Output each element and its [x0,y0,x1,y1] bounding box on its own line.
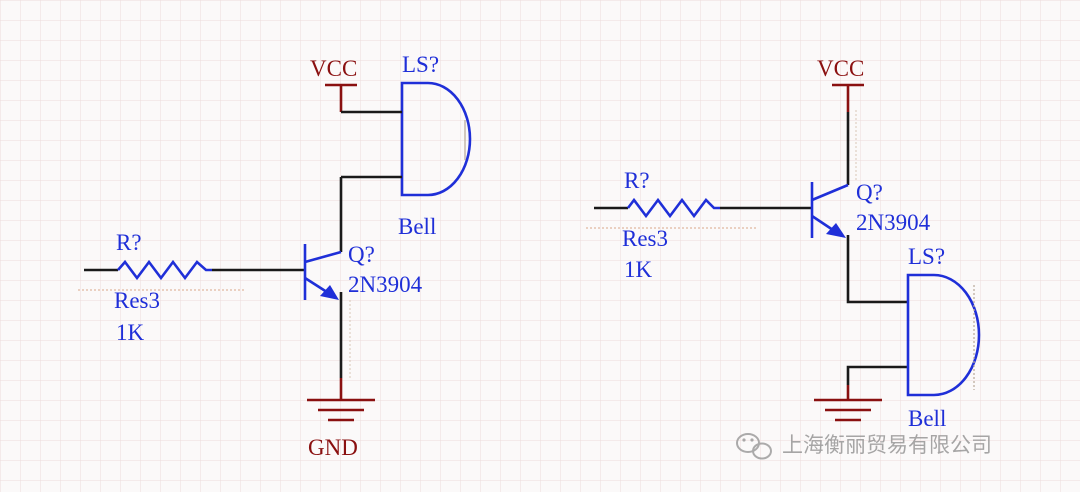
resistor-designator: R? [624,168,650,193]
resistor: R? Res3 1K [78,230,246,345]
transistor-part: 2N3904 [348,272,423,297]
speaker-value: Bell [908,406,946,431]
transistor-designator: Q? [856,180,883,205]
vcc-power-port: VCC [817,56,864,112]
speaker-bell: LS? Bell [398,52,472,239]
resistor: R? Res3 1K [586,168,756,282]
vcc-label: VCC [817,56,864,81]
resistor-designator: R? [116,230,142,255]
ground-port: GND [307,378,375,460]
speaker-value: Bell [398,214,436,239]
speaker-designator: LS? [908,244,945,269]
npn-transistor: Q? 2N3904 [810,180,931,238]
right-circuit: VCC R? Res3 1K Q? 2N3904 [586,56,981,431]
wires [594,112,908,385]
resistor-type: Res3 [114,288,160,313]
watermark: 上海衡丽贸易有限公司 [736,433,992,460]
transistor-part: 2N3904 [856,210,931,235]
gnd-label: GND [308,435,358,460]
wechat-icon [736,433,772,460]
left-circuit: VCC LS? Bell R? Res3 1K [78,52,472,460]
ground-port [814,385,882,422]
resistor-value: 1K [624,257,653,282]
wires [84,110,402,378]
speaker-designator: LS? [402,52,439,77]
speaker-bell: LS? Bell [906,244,981,431]
transistor-designator: Q? [348,242,375,267]
resistor-type: Res3 [622,226,668,251]
vcc-label: VCC [310,56,357,81]
npn-transistor: Q? 2N3904 [303,242,423,378]
watermark-text: 上海衡丽贸易有限公司 [782,433,992,457]
vcc-power-port: VCC [310,56,357,112]
resistor-value: 1K [116,320,145,345]
